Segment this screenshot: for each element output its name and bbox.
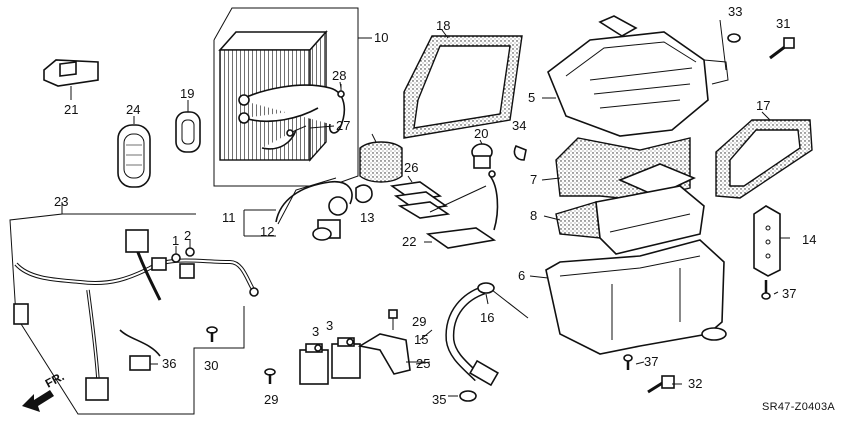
label-part-6: 6	[518, 268, 525, 283]
part-29-screw-lower	[264, 368, 276, 384]
harness-group	[9, 202, 259, 415]
label-part-24: 24	[126, 102, 140, 117]
label-part-34: 34	[512, 118, 526, 133]
part-3-relay-right	[331, 337, 361, 379]
part-32-bolt	[647, 375, 675, 394]
label-part-17: 17	[756, 98, 770, 113]
label-part-10: 10	[374, 30, 388, 45]
label-part-22: 22	[402, 234, 416, 249]
part-35-clamp	[459, 390, 477, 402]
label-part-28: 28	[332, 68, 346, 83]
front-direction-label: FR.	[43, 369, 67, 390]
evaporator-group-box	[213, 7, 359, 187]
label-part-11: 11	[222, 210, 236, 225]
part-6-lower-case	[545, 239, 727, 355]
part-15-drain-hose	[445, 285, 529, 387]
part-33-nut	[727, 33, 741, 43]
leader-lines	[70, 19, 790, 397]
harness-group-box	[9, 202, 245, 415]
evaporator-core-top	[218, 31, 328, 51]
label-part-29-lower: 29	[264, 392, 278, 407]
label-part-26: 26	[404, 160, 418, 175]
part-37-screw-upper	[761, 280, 771, 300]
part-19-seal	[175, 111, 201, 153]
label-part-3-left: 3	[312, 324, 319, 339]
part-labels: 1 2 3 3 3 4 5 6 7 8 10 11 12 13 14 15 16…	[43, 4, 835, 413]
part-37-screw-lower	[623, 354, 633, 370]
label-part-31: 31	[776, 16, 790, 31]
part-3-relay-left	[299, 343, 329, 385]
label-part-21: 21	[64, 102, 78, 117]
plug-28	[337, 90, 345, 98]
part-30-screw	[206, 326, 218, 342]
part-25-bracket	[357, 333, 424, 375]
part-18-seal	[403, 35, 523, 139]
label-part-18: 18	[436, 18, 450, 33]
part-26-connectors	[389, 181, 451, 219]
label-part-12: 12	[260, 224, 274, 239]
part-34-clip	[513, 144, 527, 161]
part-5-upper-case	[547, 15, 729, 137]
label-part-3-right: 3	[326, 318, 333, 333]
label-part-16: 16	[480, 310, 494, 325]
label-part-7: 7	[530, 172, 537, 187]
evaporator-group	[213, 7, 372, 187]
part-8-lower-tray	[555, 185, 705, 255]
label-part-14: 14	[802, 232, 816, 247]
label-part-5: 5	[528, 90, 535, 105]
part-13-clip	[355, 184, 373, 204]
part-21-clip	[43, 59, 99, 87]
diagram-code: SR47-Z0403A	[762, 401, 835, 413]
part-31-bolt	[769, 37, 795, 60]
label-part-32: 32	[688, 376, 702, 391]
label-part-2: 2	[184, 228, 191, 243]
label-part-8: 8	[530, 208, 537, 223]
label-part-23: 23	[54, 194, 68, 209]
part-22-thermistor	[425, 170, 499, 249]
label-part-35: 35	[432, 392, 446, 407]
part-20-grommet	[471, 143, 493, 169]
label-part-25: 25	[416, 356, 430, 371]
part-14-bracket	[753, 205, 781, 277]
label-part-13: 13	[360, 210, 374, 225]
part-11-expansion-valve	[243, 177, 353, 241]
label-part-20: 20	[474, 126, 488, 141]
part-7-middle-case	[555, 137, 696, 201]
label-part-29-upper: 29	[412, 314, 426, 329]
part-16-grommet	[477, 282, 495, 294]
part-9-foam	[359, 141, 403, 183]
label-part-15: 15	[414, 332, 428, 347]
part-17-seal	[715, 119, 813, 199]
front-direction-arrow	[22, 390, 54, 412]
label-part-33: 33	[728, 4, 742, 19]
label-part-36: 36	[162, 356, 176, 371]
part-29-screw-bracket	[388, 309, 398, 330]
label-part-19: 19	[180, 86, 194, 101]
label-part-30: 30	[204, 358, 218, 373]
label-part-37-upper: 37	[782, 286, 796, 301]
label-part-1: 1	[172, 233, 179, 248]
part-24-seal	[117, 124, 151, 188]
label-part-37-lower: 37	[644, 354, 658, 369]
label-part-27: 27	[336, 118, 350, 133]
